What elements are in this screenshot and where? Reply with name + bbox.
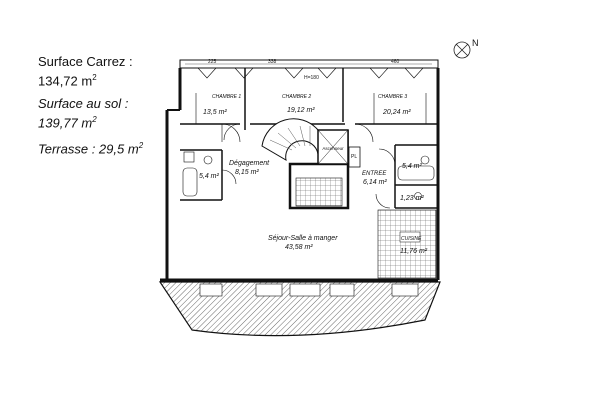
chambre3-area: 20,24 m² <box>382 109 411 116</box>
chambre3-name: CHAMBRE 3 <box>378 94 407 100</box>
north-label: N <box>472 38 479 48</box>
sejour-area: 43,58 m² <box>285 244 313 251</box>
degagement-name: Dégagement <box>229 160 270 167</box>
surface-carrez-value: 134,72 m2 <box>38 73 97 89</box>
cuisine-area: 11,76 m² <box>400 248 428 255</box>
kitchen-tiles <box>377 209 437 279</box>
entree-area: 6,14 m² <box>363 179 387 186</box>
lift-label: Ascenseur <box>322 146 344 151</box>
dim-460: 460 <box>391 59 400 65</box>
surface-carrez-label: Surface Carrez : <box>38 54 133 69</box>
bain-left-area: 5,4 m² <box>199 173 220 180</box>
surface-terrasse: Terrasse : 29,5 m2 <box>38 141 144 157</box>
cuisine-name: CUISINE <box>401 236 422 242</box>
chambre2-name: CHAMBRE 2 <box>282 94 311 100</box>
chambre1-name: CHAMBRE 1 <box>212 94 241 100</box>
chambre2-area: 19,12 m² <box>287 107 315 114</box>
room-labels: CHAMBRE 1 13,5 m² CHAMBRE 2 19,12 m² CHA… <box>199 94 428 255</box>
dim-h180: H=180 <box>304 75 319 81</box>
doors <box>221 123 396 209</box>
bathroom-fixtures <box>182 151 435 200</box>
chambre1-area: 13,5 m² <box>203 109 227 116</box>
entree-name: ENTREE <box>362 171 387 177</box>
compass-icon: N <box>453 38 479 59</box>
top-dimensions: 225 H=180 338 460 <box>185 59 432 81</box>
dim-225: 225 <box>208 59 217 65</box>
staircase: Ascenseur PL <box>261 118 361 210</box>
degagement-area: 8,15 m² <box>235 169 259 176</box>
outer-walls <box>160 59 440 282</box>
surface-sol-value: 139,77 m2 <box>38 115 97 131</box>
surface-sol-label: Surface au sol : <box>38 96 129 111</box>
bain-right-area: 5,4 m² <box>402 163 423 170</box>
sejour-name: Séjour-Salle à manger <box>268 235 338 242</box>
wc-area: 1,23 m² <box>400 195 424 202</box>
dim-338: 338 <box>268 59 277 65</box>
top-windows <box>197 67 424 79</box>
terrace <box>158 281 441 337</box>
placard-label: PL <box>351 154 357 160</box>
